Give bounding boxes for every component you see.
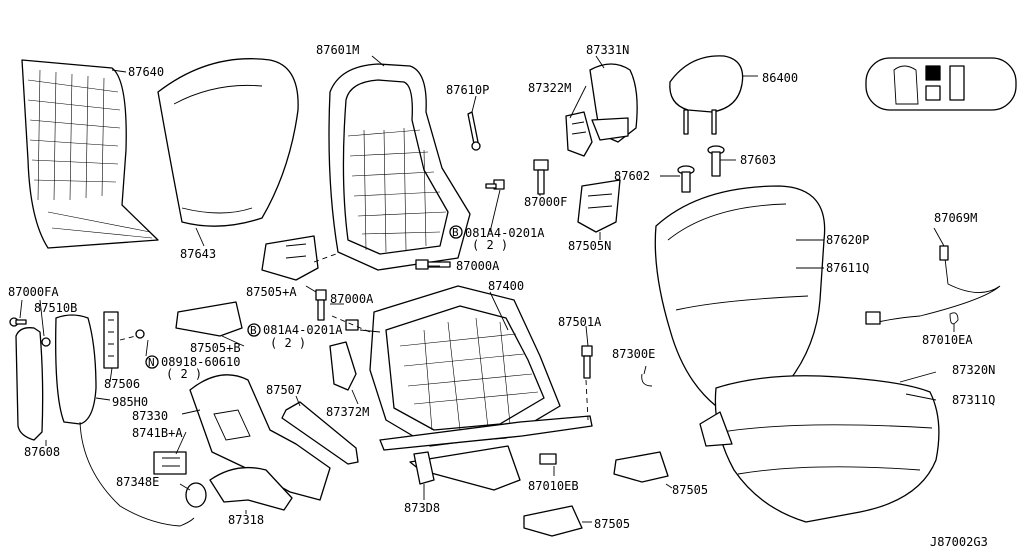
- callout-081A4-mid: 081A4-0201A: [263, 323, 343, 337]
- callout-87000A-top: 87000A: [456, 259, 500, 273]
- guide-87603: [707, 145, 725, 177]
- headrest-86400: [669, 55, 744, 135]
- screw-87000FA: [9, 317, 27, 327]
- clip-87300E: [641, 373, 653, 387]
- callout-87611Q: 87611Q: [826, 261, 869, 275]
- callout-87372M: 87372M: [326, 405, 369, 419]
- finisher-87318: [209, 466, 293, 511]
- callout-87608: 87608: [24, 445, 60, 459]
- callout-87505B: 87505+B: [190, 341, 241, 355]
- callout-87331N: 87331N: [586, 43, 629, 57]
- callout-08918-qty: ( 2 ): [166, 367, 202, 381]
- bolt-87501A: [581, 345, 593, 379]
- switch-knob-87348E: [185, 482, 207, 508]
- bar-87507: [281, 401, 359, 465]
- callout-87400: 87400: [488, 279, 524, 293]
- callout-87505-lower: 87505: [594, 517, 630, 531]
- callout-labels: 87640 87643 87601M 87610P 87331N 87322M …: [8, 43, 995, 549]
- clip-87010EA: [949, 312, 959, 325]
- side-cover-87330: [189, 374, 331, 501]
- guide-87602: [677, 165, 695, 193]
- callout-87311Q: 87311Q: [952, 393, 995, 407]
- callout-87505-upper: 87505: [672, 483, 708, 497]
- trim-87322M: [565, 111, 593, 157]
- seat-back-pad-87643: [157, 58, 299, 227]
- bracket-87505B: [175, 301, 243, 337]
- bracket-873D8: [413, 451, 435, 485]
- symbol-B-text: B: [452, 226, 459, 239]
- callout-87318: 87318: [228, 513, 264, 527]
- callout-87602: 87602: [614, 169, 650, 183]
- callout-87000F: 87000F: [524, 195, 567, 209]
- callout-87069M: 87069M: [934, 211, 977, 225]
- callout-081A4-mid-qty: ( 2 ): [270, 336, 306, 350]
- callout-87322M: 87322M: [528, 81, 571, 95]
- symbol-B-text: B: [250, 324, 257, 337]
- bracket-87505A: [261, 235, 319, 281]
- callout-87510B: 87510B: [34, 301, 77, 315]
- seat-back-board-87640: [21, 59, 159, 249]
- nut-87510B: [41, 337, 51, 347]
- callout-87610P: 87610P: [446, 83, 489, 97]
- callout-87603: 87603: [740, 153, 776, 167]
- armrest-pad-985H0: [55, 314, 97, 425]
- callout-081A4-top-qty: ( 2 ): [472, 238, 508, 252]
- callout-08918: 08918-60610: [161, 355, 240, 369]
- callout-87506: 87506: [104, 377, 140, 391]
- pin-87610P: [467, 111, 481, 151]
- dashed-guide-lines: [119, 253, 589, 421]
- bolt-87000A-mid: [315, 289, 327, 321]
- bracket-87372M: [329, 341, 357, 391]
- harness-87506: [103, 311, 119, 369]
- callout-87640: 87640: [128, 65, 164, 79]
- callout-87000A-mid: 87000A: [330, 292, 374, 306]
- callout-081A4-top: 081A4-0201A: [465, 226, 545, 240]
- callout-87643: 87643: [180, 247, 216, 261]
- callout-873D8: 873D8: [404, 501, 440, 515]
- symbol-N-text: N: [148, 356, 155, 369]
- callout-87300E: 87300E: [612, 347, 655, 361]
- bolt-symbol-B-top: B: [449, 225, 463, 239]
- callout-87330: 87330: [132, 409, 168, 423]
- callout-86400: 86400: [762, 71, 798, 85]
- bracket-87505N: [577, 179, 621, 233]
- callout-87320N: 87320N: [952, 363, 995, 377]
- callout-87010EB: 87010EB: [528, 479, 579, 493]
- seat-thumbnail-icon: [865, 57, 1017, 111]
- callout-87505N: 87505N: [568, 239, 611, 253]
- cushion-frame-87400: [369, 285, 593, 491]
- finisher-87505-lower: [523, 505, 583, 537]
- seat-cushion-cover: [699, 375, 940, 523]
- callout-87000FA: 87000FA: [8, 285, 59, 299]
- leader-lines: [19, 55, 955, 523]
- seat-back-frame-87601M: [328, 63, 471, 271]
- finisher-87505-upper: [613, 451, 669, 483]
- diagram-code: J87002G3: [930, 535, 988, 549]
- callout-87501A: 87501A: [558, 315, 602, 329]
- bolt-081A4-mid: [345, 319, 359, 331]
- harness-87069M: [865, 245, 1001, 325]
- callout-8741BA: 8741B+A: [132, 426, 183, 440]
- switch-8741BA: [153, 451, 187, 475]
- bolt-87000A-top: [415, 259, 451, 270]
- trim-87331N: [589, 63, 638, 143]
- seat-back-cover: [654, 185, 826, 407]
- wire-87506: [79, 421, 195, 527]
- bolt-symbol-B-mid: B: [247, 323, 261, 337]
- bolt-87000F: [533, 159, 549, 195]
- callout-87507: 87507: [266, 383, 302, 397]
- nut-08918: [135, 329, 145, 339]
- callout-87348E: 87348E: [116, 475, 159, 489]
- clip-87010EB: [539, 453, 557, 465]
- callout-87505A: 87505+A: [246, 285, 297, 299]
- callout-87601M: 87601M: [316, 43, 359, 57]
- callout-985H0: 985H0: [112, 395, 148, 409]
- bolt-081A4-top: [485, 179, 505, 190]
- nut-symbol-N: N: [145, 355, 159, 369]
- callout-87010EA: 87010EA: [922, 333, 973, 347]
- callout-87620P: 87620P: [826, 233, 869, 247]
- armrest-87608: [15, 327, 44, 441]
